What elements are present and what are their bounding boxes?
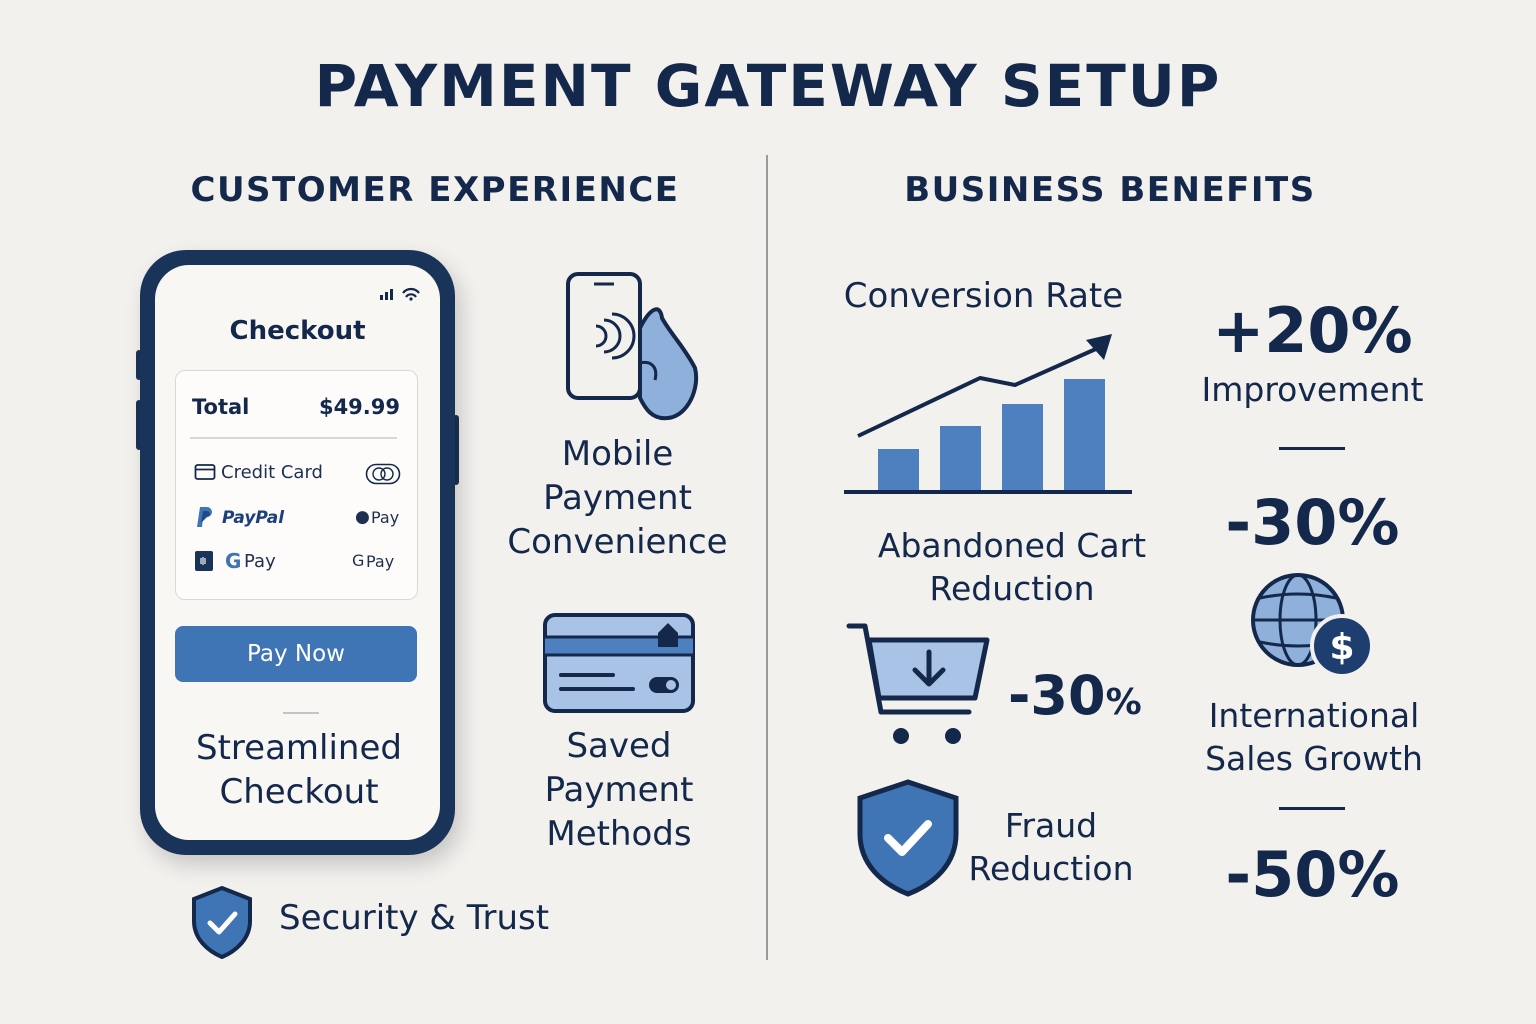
credit-card-icon [194, 464, 216, 480]
paypal-label: PayPal [222, 508, 285, 528]
wallet-icon [195, 551, 213, 571]
stat-divider [1279, 807, 1345, 810]
shield-check-icon [192, 885, 252, 959]
shield-check-icon [857, 779, 959, 897]
conversion-rate-label: Conversion Rate [843, 276, 1124, 316]
international-sales-label: International Sales Growth [1205, 696, 1423, 778]
total-label: Total [192, 395, 250, 419]
apple-pay-label: Pay [371, 508, 400, 527]
international-stat: -30% [1225, 486, 1400, 559]
fraud-stat: -50% [1225, 838, 1400, 911]
signal-wifi-icon [380, 287, 420, 301]
improvement-caption: Improvement [1201, 370, 1424, 409]
cart-icon [846, 623, 990, 744]
total-value: $49.99 [318, 395, 400, 419]
svg-text:$: $ [1329, 627, 1354, 668]
credit-card-label: Credit Card [221, 462, 323, 483]
gpay-label: Pay [244, 551, 276, 572]
google-pay-label: Pay [366, 552, 395, 571]
fraud-reduction-label: Fraud Reduction [968, 806, 1134, 888]
growth-chart-icon [844, 334, 1132, 494]
abandoned-cart-stat-value: -30 [1008, 664, 1106, 727]
stat-divider [1279, 447, 1345, 450]
abandoned-cart-label: Abandoned Cart Reduction [877, 526, 1147, 608]
payment-method-credit-card[interactable]: Credit Card [190, 457, 405, 491]
paypal-icon [197, 507, 212, 527]
payment-card-panel [175, 370, 418, 600]
phone-side-button [453, 415, 459, 485]
phone-side-button [136, 350, 142, 380]
checkout-title: Checkout [229, 316, 366, 346]
card-toggle-icon [365, 463, 401, 485]
card-divider [190, 437, 397, 439]
section-divider [766, 155, 768, 960]
security-trust-label: Security & Trust [279, 898, 550, 938]
streamlined-checkout-caption: Streamlined Checkout [196, 728, 402, 812]
page-title: PAYMENT GATEWAY SETUP [314, 52, 1222, 120]
pay-now-button[interactable]: Pay Now [175, 626, 417, 682]
payment-method-gpay[interactable]: G Pay G Pay [190, 546, 405, 580]
google-g-icon: G [225, 549, 242, 573]
abandoned-cart-stat: -30% [1008, 664, 1142, 727]
phone-side-button [136, 400, 142, 450]
google-g-icon: G [352, 551, 365, 570]
globe-dollar-icon: $ [1251, 573, 1374, 678]
saved-card-icon [543, 613, 695, 713]
payment-method-paypal[interactable]: PayPal ● Pay [190, 502, 405, 536]
contactless-phone-icon [566, 272, 699, 421]
business-benefits-heading: BUSINESS BENEFITS [904, 170, 1316, 210]
screen-divider [283, 712, 319, 714]
apple-icon: ● [355, 507, 370, 527]
abandoned-cart-stat-unit: % [1105, 682, 1142, 723]
saved-payment-caption: Saved Payment Methods [544, 726, 694, 854]
conversion-stat: +20% [1212, 294, 1413, 367]
customer-experience-heading: CUSTOMER EXPERIENCE [190, 170, 680, 210]
mobile-payment-caption: Mobile Payment Convenience [507, 434, 728, 562]
